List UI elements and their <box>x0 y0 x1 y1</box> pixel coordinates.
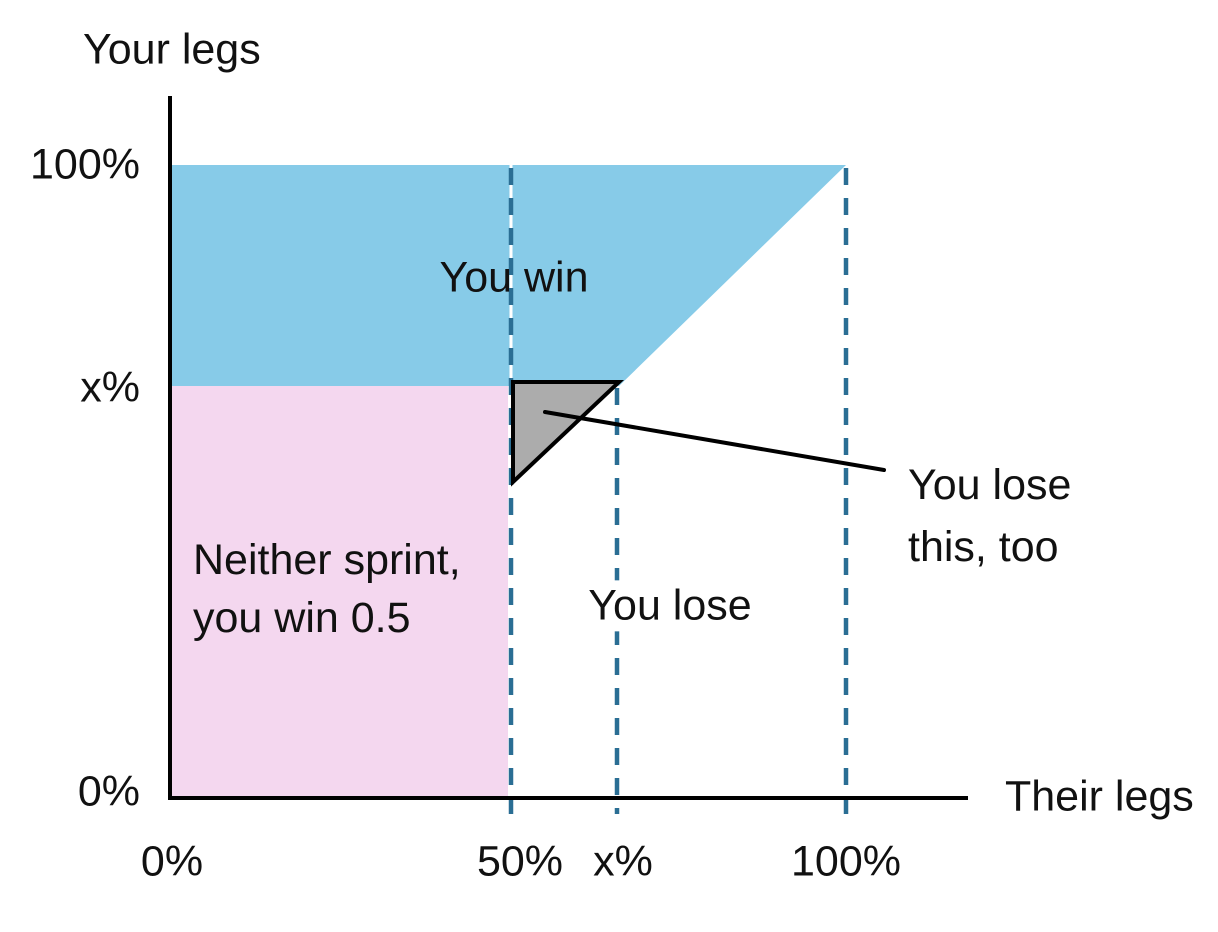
neither-region-label-line1: Neither sprint, <box>193 536 461 584</box>
win-region <box>172 165 846 386</box>
x-tick-x: x% <box>593 837 653 886</box>
lose-too-label-line1: You lose <box>908 461 1072 509</box>
x-axis-title: Their legs <box>1005 772 1194 821</box>
lose-too-label-line2: this, too <box>908 523 1059 571</box>
neither-region-label-line2: you win 0.5 <box>193 594 411 642</box>
lose-region-label: You lose <box>578 580 762 632</box>
y-tick-0: 0% <box>77 767 140 816</box>
y-tick-x: x% <box>80 363 140 412</box>
lose-triangle <box>511 380 625 487</box>
y-tick-100: 100% <box>30 140 140 189</box>
callout-line <box>543 410 886 472</box>
neither-region-label: Neither sprint, you win 0.5 <box>193 531 461 647</box>
x-tick-100: 100% <box>791 837 901 886</box>
win-region-label: You win <box>439 253 589 302</box>
neither-region <box>172 386 508 798</box>
x-tick-0: 0% <box>140 837 204 886</box>
y-axis-title: Your legs <box>83 25 261 74</box>
lose-too-label: You lose this, too <box>908 454 1071 578</box>
x-tick-50: 50% <box>476 837 564 886</box>
